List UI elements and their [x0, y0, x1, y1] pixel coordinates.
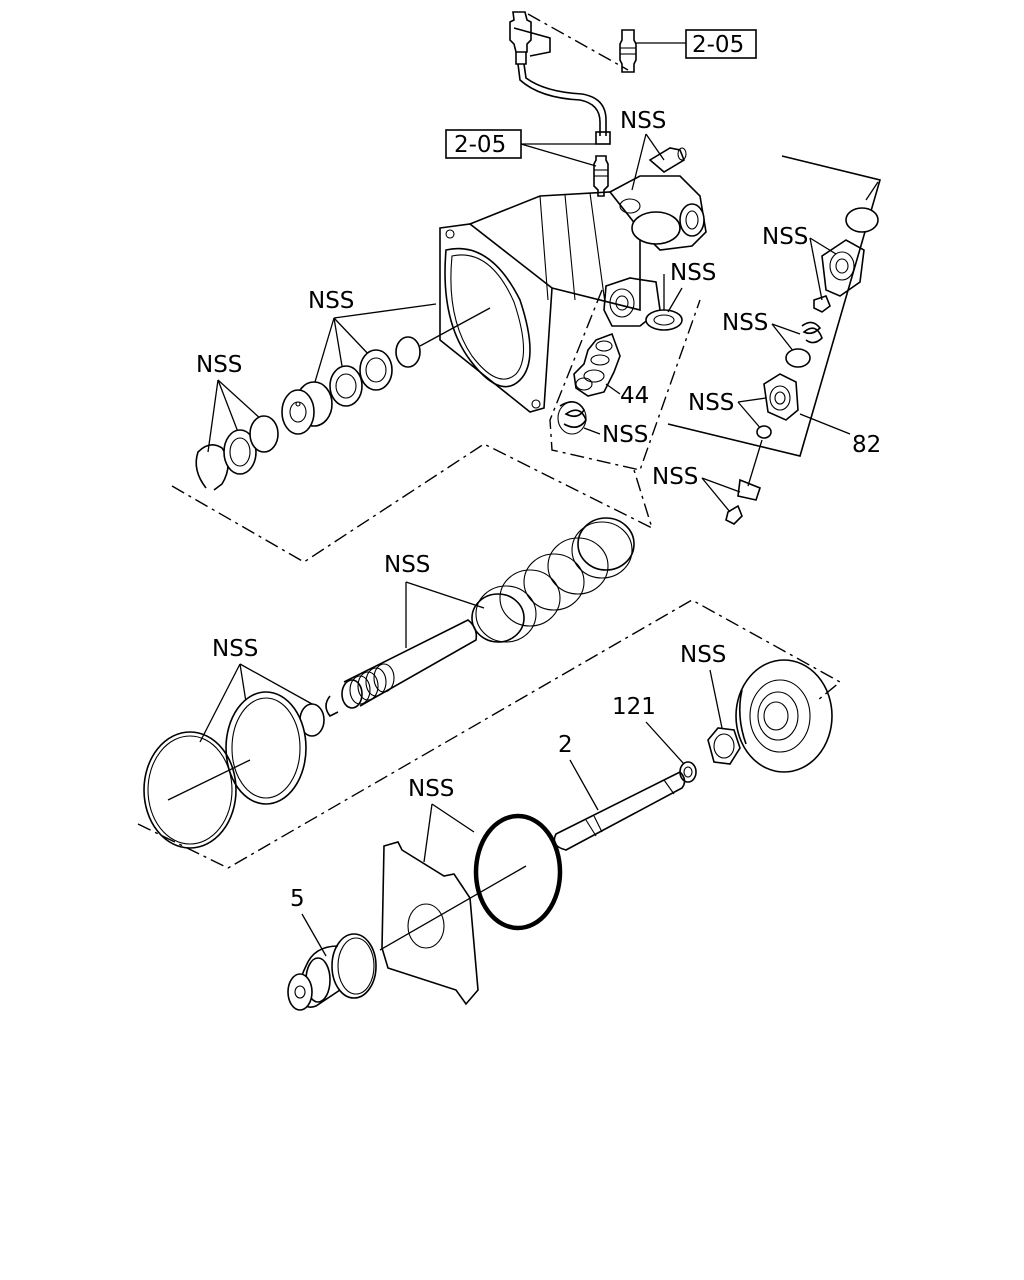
part-82-label: 82 — [852, 432, 881, 458]
end-plate — [735, 659, 833, 773]
nss-label-valve-body: NSS — [762, 224, 808, 250]
valve-housing — [419, 175, 707, 413]
plunger-44: 44 — [573, 332, 649, 409]
nss-label-gasket: NSS — [408, 776, 454, 802]
gasket-plate: NSS — [379, 776, 563, 1006]
nss-label-rings-lower: NSS — [212, 636, 258, 662]
lock-nut: NSS — [680, 642, 741, 765]
ref-box-top — [685, 29, 757, 59]
part-5-label: 5 — [290, 886, 305, 912]
nss-label-seals-left: NSS — [196, 352, 242, 378]
leader-dash-top — [527, 13, 629, 71]
lower-port-nss-group: NSS — [667, 260, 716, 313]
pressure-sensor-assembly: 2-05 — [509, 11, 757, 145]
part-5-boot: 5 — [287, 886, 377, 1011]
part-2-label: 2 — [558, 732, 573, 758]
nss-label-rod: NSS — [384, 552, 430, 578]
main-spring — [471, 517, 635, 643]
part-44-label: 44 — [620, 383, 649, 409]
push-rod: NSS — [325, 552, 485, 718]
valve-subassembly-82: NSS NSS NSS 82 — [667, 155, 881, 458]
nss-label-valve-spring: NSS — [722, 310, 768, 336]
nss-label-spring: NSS — [602, 422, 648, 448]
nss-label-bolt: NSS — [652, 464, 698, 490]
retaining-ring-set: NSS — [195, 352, 279, 491]
mounting-bolt: NSS — [652, 439, 763, 525]
nss-label-nut: NSS — [680, 642, 726, 668]
part-121-ring: 121 — [612, 694, 697, 783]
nss-label-fitting: NSS — [620, 108, 666, 134]
ref-label-mid: 2-05 — [454, 132, 506, 158]
diaphragm-rings: NSS — [143, 636, 325, 849]
nss-label-seals-upper: NSS — [308, 288, 354, 314]
hose-fitting-reference: 2-05 — [445, 129, 609, 197]
ring-set-bracket — [137, 599, 842, 869]
plunger-group-bracket — [549, 289, 701, 471]
part-2-shaft: 2 — [553, 732, 686, 851]
fitting-nss-group: NSS — [620, 108, 687, 191]
piston-seal-set: NSS — [281, 288, 437, 435]
seal-set-bracket — [171, 443, 654, 563]
small-spring: NSS — [557, 401, 648, 448]
part-121-label: 121 — [612, 694, 656, 720]
ref-label-top: 2-05 — [692, 32, 744, 58]
nss-label-port-seal: NSS — [670, 260, 716, 286]
nss-label-valve-ring: NSS — [688, 390, 734, 416]
large-oring — [473, 813, 563, 931]
